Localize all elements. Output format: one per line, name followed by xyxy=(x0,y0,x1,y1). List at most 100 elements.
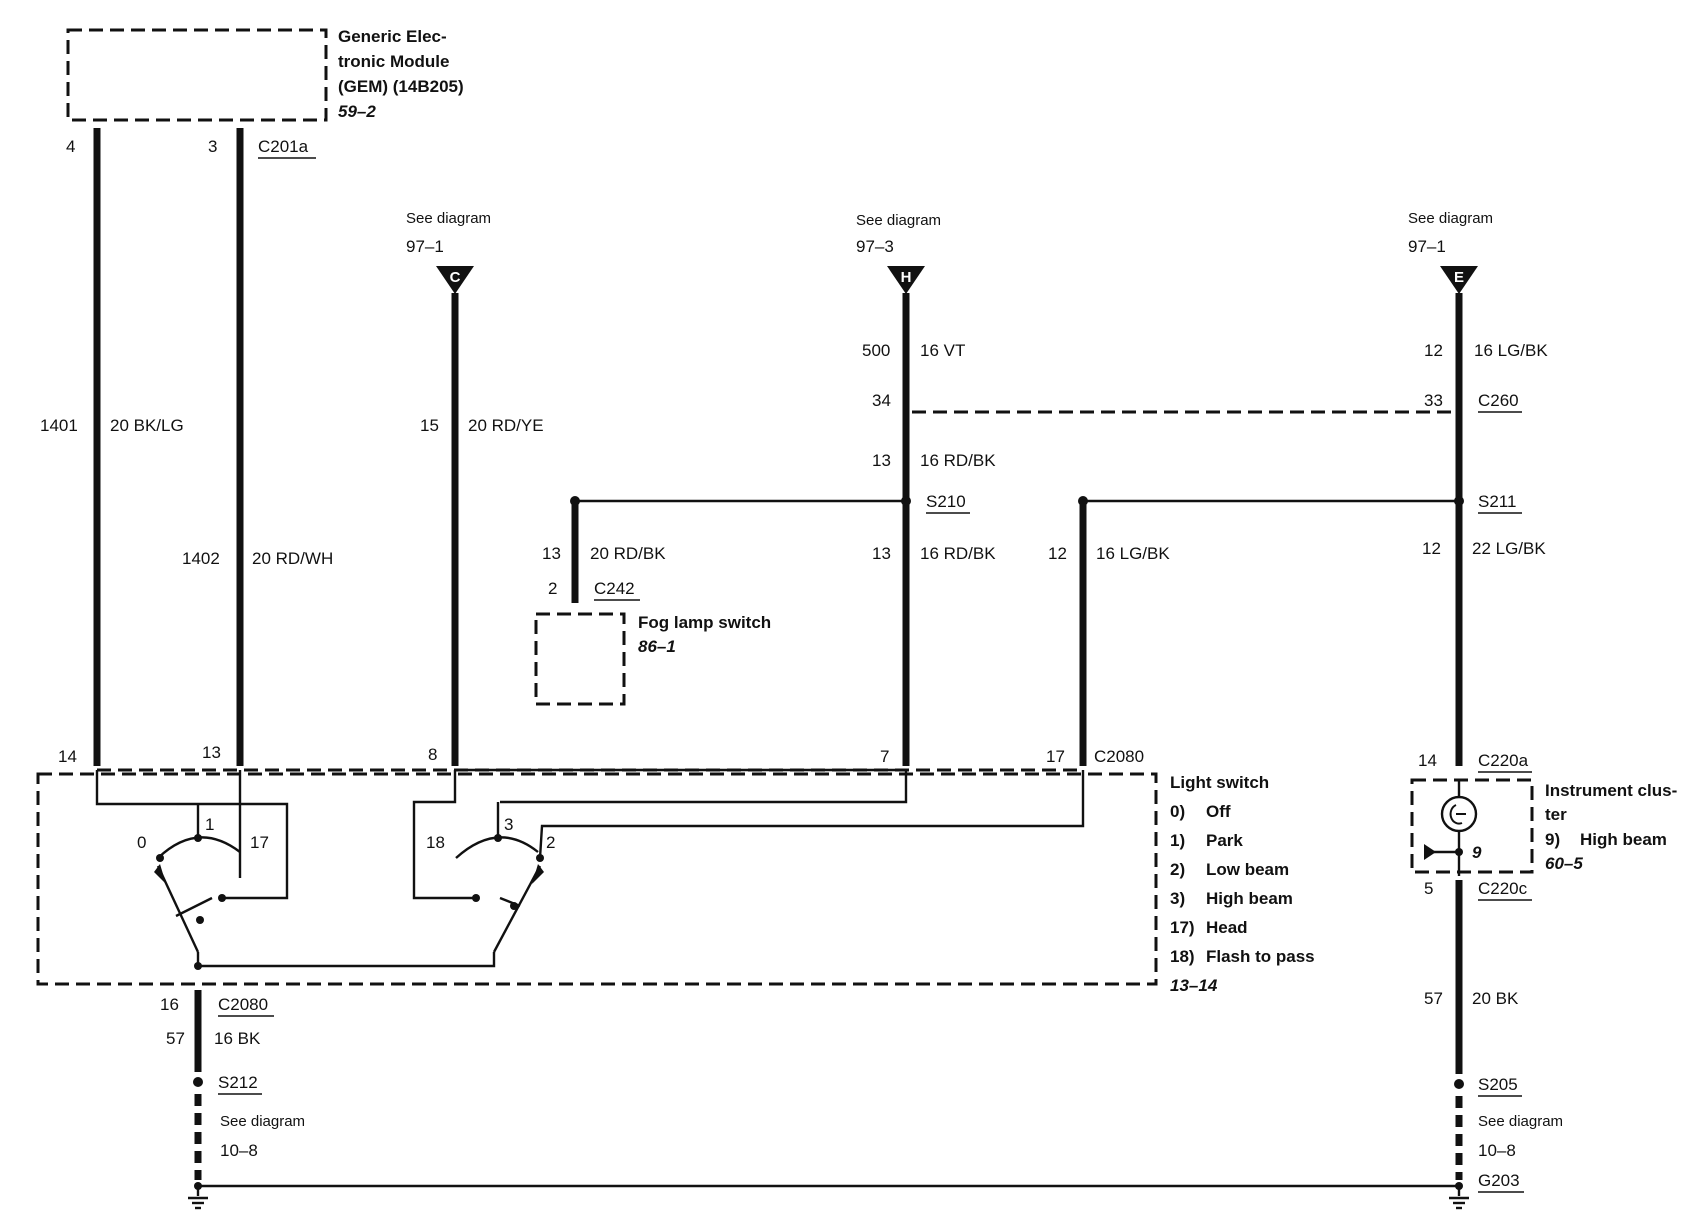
ls-pos-18: 18 xyxy=(426,833,445,852)
wire-12-top-circuit: 12 xyxy=(1424,341,1443,360)
right-ground-ref: 10–8 xyxy=(1478,1141,1516,1160)
wire-1402-circuit: 1402 xyxy=(182,549,220,568)
wire-15-circuit: 15 xyxy=(420,416,439,435)
wire-57-left-gauge: 16 BK xyxy=(214,1029,261,1048)
wire-500-circuit: 500 xyxy=(862,341,890,360)
ref-e-arrow-icon xyxy=(1440,266,1478,294)
ls-legend-5-text: Flash to pass xyxy=(1206,947,1315,966)
ls-legend-2-num: 2) xyxy=(1170,860,1185,879)
ls-legend-1-num: 1) xyxy=(1170,831,1185,850)
wire-12-ic-circuit: 12 xyxy=(1422,539,1441,558)
ic-name-line-2: ter xyxy=(1545,805,1567,824)
ls-legend-3-text: High beam xyxy=(1206,889,1293,908)
ic-ref: 60–5 xyxy=(1545,854,1583,873)
ref-h-arrow-icon xyxy=(887,266,925,294)
wire-12-ic-gauge: 22 LG/BK xyxy=(1472,539,1546,558)
wire-13-fog-circuit: 13 xyxy=(542,544,561,563)
ic-connector-bottom: C220c xyxy=(1478,879,1528,898)
ic-name-line-1: Instrument clus- xyxy=(1545,781,1677,800)
ref-c-see: See diagram xyxy=(406,210,491,227)
ls-pos-2: 2 xyxy=(546,833,555,852)
left-ground-see: See diagram xyxy=(220,1113,305,1130)
ls-pos-1: 1 xyxy=(205,815,214,834)
instrument-cluster-box xyxy=(1410,778,1534,874)
ic-pin-5: 5 xyxy=(1424,879,1433,898)
fog-lamp-switch-box xyxy=(534,612,626,706)
wire-13-top-circuit: 13 xyxy=(872,451,891,470)
left-ground-symbol-icon xyxy=(188,1186,208,1210)
splice-s205-dot xyxy=(1454,1079,1464,1089)
ls-connector-top: C2080 xyxy=(1094,747,1144,766)
c260-pin-33: 33 xyxy=(1424,391,1443,410)
ic-internal-dot xyxy=(1455,848,1463,856)
ref-h-letter: H xyxy=(901,269,912,286)
ic-pin-arrow-icon xyxy=(1424,844,1436,860)
c260-pin-34: 34 xyxy=(872,391,891,410)
gem-title-line-2: tronic Module xyxy=(338,52,449,71)
fog-name: Fog lamp switch xyxy=(638,613,771,632)
ls-legend-1-text: Park xyxy=(1206,831,1243,850)
ls-legend-0-text: Off xyxy=(1206,802,1231,821)
wire-57-right-circuit: 57 xyxy=(1424,989,1443,1008)
ls-pin-8: 8 xyxy=(428,745,437,764)
light-switch-internals xyxy=(95,768,1085,970)
fog-connector: C242 xyxy=(594,579,635,598)
wire-500-gauge: 16 VT xyxy=(920,341,965,360)
ref-c-letter: C xyxy=(450,269,461,286)
wire-13-fog-gauge: 20 RD/BK xyxy=(590,544,666,563)
ls-pos-17: 17 xyxy=(250,833,269,852)
ic-item-text: High beam xyxy=(1580,830,1667,849)
wire-13-mid-gauge: 16 RD/BK xyxy=(920,544,996,563)
ls-legend-4-num: 17) xyxy=(1170,918,1195,937)
wire-15-gauge: 20 RD/YE xyxy=(468,416,544,435)
fog-ref: 86–1 xyxy=(638,637,676,656)
right-ground-symbol-icon xyxy=(1449,1186,1469,1210)
ref-c-number: 97–1 xyxy=(406,237,444,256)
ls-legend-5-num: 18) xyxy=(1170,947,1195,966)
ref-c-arrow-icon xyxy=(436,266,474,294)
ls-ref: 13–14 xyxy=(1170,976,1218,995)
ls-connector-bottom: C2080 xyxy=(218,995,268,1014)
ls-pin-17: 17 xyxy=(1046,747,1065,766)
ls-legend-0-num: 0) xyxy=(1170,802,1185,821)
ground-label: G203 xyxy=(1478,1171,1520,1190)
wire-12-top-gauge: 16 LG/BK xyxy=(1474,341,1548,360)
ls-pin-13: 13 xyxy=(202,743,221,762)
ls-legend-2-text: Low beam xyxy=(1206,860,1289,879)
wire-57-right-gauge: 20 BK xyxy=(1472,989,1519,1008)
splice-s205: S205 xyxy=(1478,1075,1518,1094)
gem-ref: 59–2 xyxy=(338,102,376,121)
ref-e-letter: E xyxy=(1454,269,1464,286)
ls-pin-14: 14 xyxy=(58,747,77,766)
ls-legend: 0) Off 1) Park 2) Low beam 3) High beam … xyxy=(1170,802,1315,966)
ref-e-number: 97–1 xyxy=(1408,237,1446,256)
ic-item-num: 9) xyxy=(1545,830,1560,849)
lamp-filament-icon xyxy=(1449,804,1466,825)
wire-13-top-gauge: 16 RD/BK xyxy=(920,451,996,470)
ic-pin-14: 14 xyxy=(1418,751,1437,770)
ls-legend-4-text: Head xyxy=(1206,918,1248,937)
light-switch-box xyxy=(36,772,1158,986)
gem-connector: C201a xyxy=(258,137,309,156)
ic-connector-top: C220a xyxy=(1478,751,1529,770)
left-ground-ref: 10–8 xyxy=(220,1141,258,1160)
wire-1401-gauge: 20 BK/LG xyxy=(110,416,184,435)
ls-name: Light switch xyxy=(1170,773,1269,792)
wire-12-ls-circuit: 12 xyxy=(1048,544,1067,563)
wire-1401-circuit: 1401 xyxy=(40,416,78,435)
splice-s211-dot xyxy=(1454,496,1464,506)
ref-e-see: See diagram xyxy=(1408,210,1493,227)
ls-pin-16: 16 xyxy=(160,995,179,1014)
gem-pin-4: 4 xyxy=(66,137,75,156)
splice-s210-dot xyxy=(901,496,911,506)
gem-title-line-1: Generic Elec- xyxy=(338,27,447,46)
c260-name: C260 xyxy=(1478,391,1519,410)
wire-13-mid-circuit: 13 xyxy=(872,544,891,563)
ls-pin-7: 7 xyxy=(880,747,889,766)
wire-12-ls-gauge: 16 LG/BK xyxy=(1096,544,1170,563)
fog-pin-2: 2 xyxy=(548,579,557,598)
gem-pin-3: 3 xyxy=(208,137,217,156)
ref-h-see: See diagram xyxy=(856,212,941,229)
ls-legend-3-num: 3) xyxy=(1170,889,1185,908)
